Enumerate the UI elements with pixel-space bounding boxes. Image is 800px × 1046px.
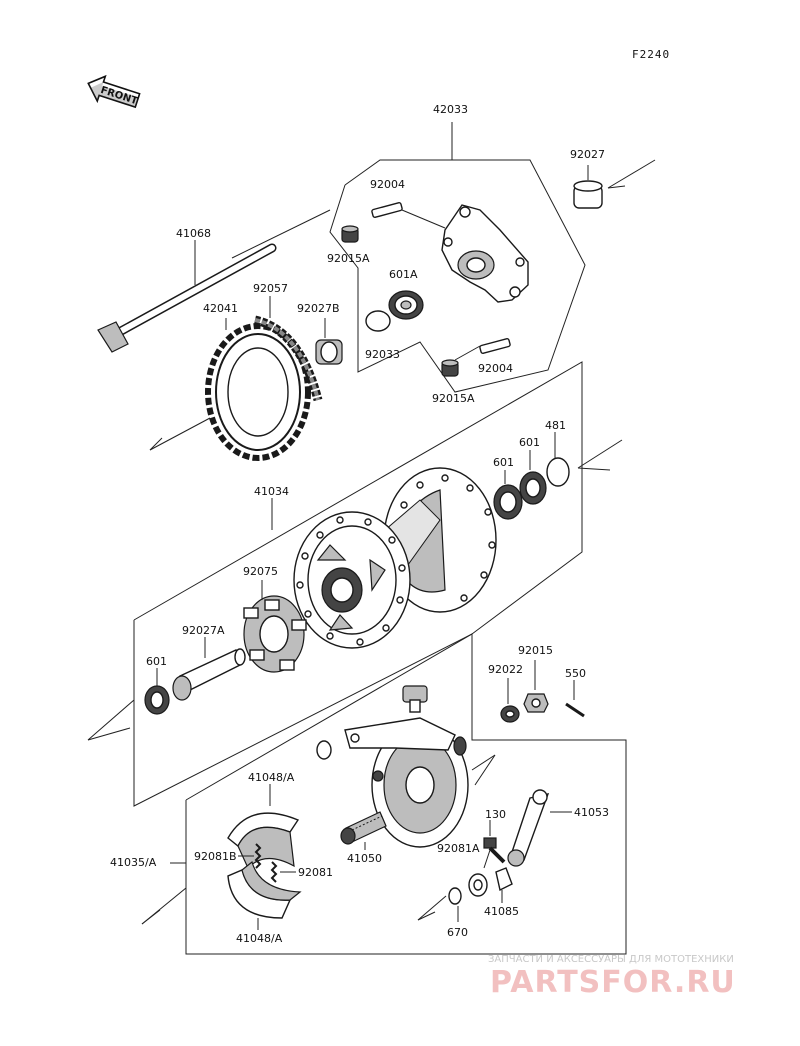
bearing-601-outer xyxy=(519,450,547,505)
stud-92004-top xyxy=(371,202,446,229)
sprocket-42041 xyxy=(149,318,311,461)
sprocket-coupling-group xyxy=(231,122,656,393)
circlip-92033 xyxy=(365,310,391,332)
wheel-hub-group xyxy=(87,361,623,807)
label-41050: 41050 xyxy=(347,852,382,865)
label-550: 550 xyxy=(565,667,586,680)
label-92057: 92057 xyxy=(253,282,288,295)
label-92033: 92033 xyxy=(365,348,400,361)
nut-92015a-bottom xyxy=(441,359,459,377)
label-41053: 41053 xyxy=(574,806,609,819)
axle-41068 xyxy=(97,240,277,353)
collar-92027b xyxy=(315,318,343,365)
label-92081a: 92081A xyxy=(437,842,480,855)
brake-cam-41050 xyxy=(340,811,387,850)
label-41034: 41034 xyxy=(254,485,289,498)
label-601a: 601A xyxy=(389,268,418,281)
nut-92015 xyxy=(523,660,549,713)
label-601-left: 601 xyxy=(146,655,167,668)
label-92075: 92075 xyxy=(243,565,278,578)
wheel-hub-41034 xyxy=(293,467,497,649)
label-92027b: 92027B xyxy=(297,302,340,315)
label-601-top: 601 xyxy=(519,436,540,449)
seal-481 xyxy=(546,432,570,487)
label-92027: 92027 xyxy=(570,148,605,161)
cotter-pin-550 xyxy=(565,680,585,718)
label-92004-top: 92004 xyxy=(370,178,405,191)
label-42041: 42041 xyxy=(203,302,238,315)
bearing-601a xyxy=(388,290,424,320)
label-41085: 41085 xyxy=(484,905,519,918)
label-601-mid: 601 xyxy=(493,456,514,469)
part-labels: 42033 92027 92004 41068 92015A 601A 9205… xyxy=(110,103,609,945)
bolt-130 xyxy=(483,820,506,864)
wear-indicator-41085 xyxy=(495,867,513,903)
brake-shoe-41048a-bottom xyxy=(227,860,302,930)
damper-92075 xyxy=(243,580,307,673)
label-41048a-bottom: 41048/A xyxy=(236,932,283,945)
watermark-logo: PARTSFOR.RU xyxy=(490,965,736,1000)
ring-670 xyxy=(448,887,462,922)
collar-92027 xyxy=(573,165,603,209)
label-41068: 41068 xyxy=(176,227,211,240)
stud-92004-bottom xyxy=(454,338,511,361)
label-92015a-top: 92015A xyxy=(327,252,370,265)
front-arrow-icon: FRONT xyxy=(87,74,141,109)
label-130: 130 xyxy=(485,808,506,821)
label-42033: 42033 xyxy=(433,103,468,116)
spacer-92027a xyxy=(172,637,246,701)
brake-shoe-41048a-top xyxy=(227,784,300,870)
coupling-hub-42033 xyxy=(441,204,529,303)
brake-panel xyxy=(344,717,469,848)
label-92027a: 92027A xyxy=(182,624,225,637)
label-92081b: 92081B xyxy=(194,850,237,863)
label-670: 670 xyxy=(447,926,468,939)
label-92022: 92022 xyxy=(488,663,523,676)
group-outline-hub xyxy=(133,361,583,807)
nut-92015a-top xyxy=(341,225,359,243)
group-outline-brake xyxy=(185,633,627,955)
diagram-code: F2240 xyxy=(632,48,670,61)
watermark: ЗАПЧАСТИ И АКСЕССУАРЫ ДЛЯ МОТОТЕХНИКИ PA… xyxy=(488,954,736,1000)
brake-group xyxy=(141,633,627,955)
label-92015a-bottom: 92015A xyxy=(432,392,475,405)
bolt-panel xyxy=(402,685,428,713)
label-92015: 92015 xyxy=(518,644,553,657)
label-41035a: 41035/A xyxy=(110,856,157,869)
label-481: 481 xyxy=(545,419,566,432)
washer-small xyxy=(316,740,332,760)
chain-92057 xyxy=(253,296,323,402)
brake-lever-41053 xyxy=(507,789,572,867)
spring-92081b xyxy=(238,843,262,869)
watermark-tagline: ЗАПЧАСТИ И АКСЕССУАРЫ ДЛЯ МОТОТЕХНИКИ xyxy=(488,954,734,965)
label-92004-bottom: 92004 xyxy=(478,362,513,375)
label-92081: 92081 xyxy=(298,866,333,879)
spring-92081a xyxy=(468,849,491,897)
spring-92081 xyxy=(270,861,296,883)
washer-92022 xyxy=(500,678,520,723)
bearing-601-inner xyxy=(493,470,523,520)
label-41048a-top: 41048/A xyxy=(248,771,295,784)
group-outline-coupling xyxy=(329,159,586,393)
bearing-601-left xyxy=(144,668,170,715)
